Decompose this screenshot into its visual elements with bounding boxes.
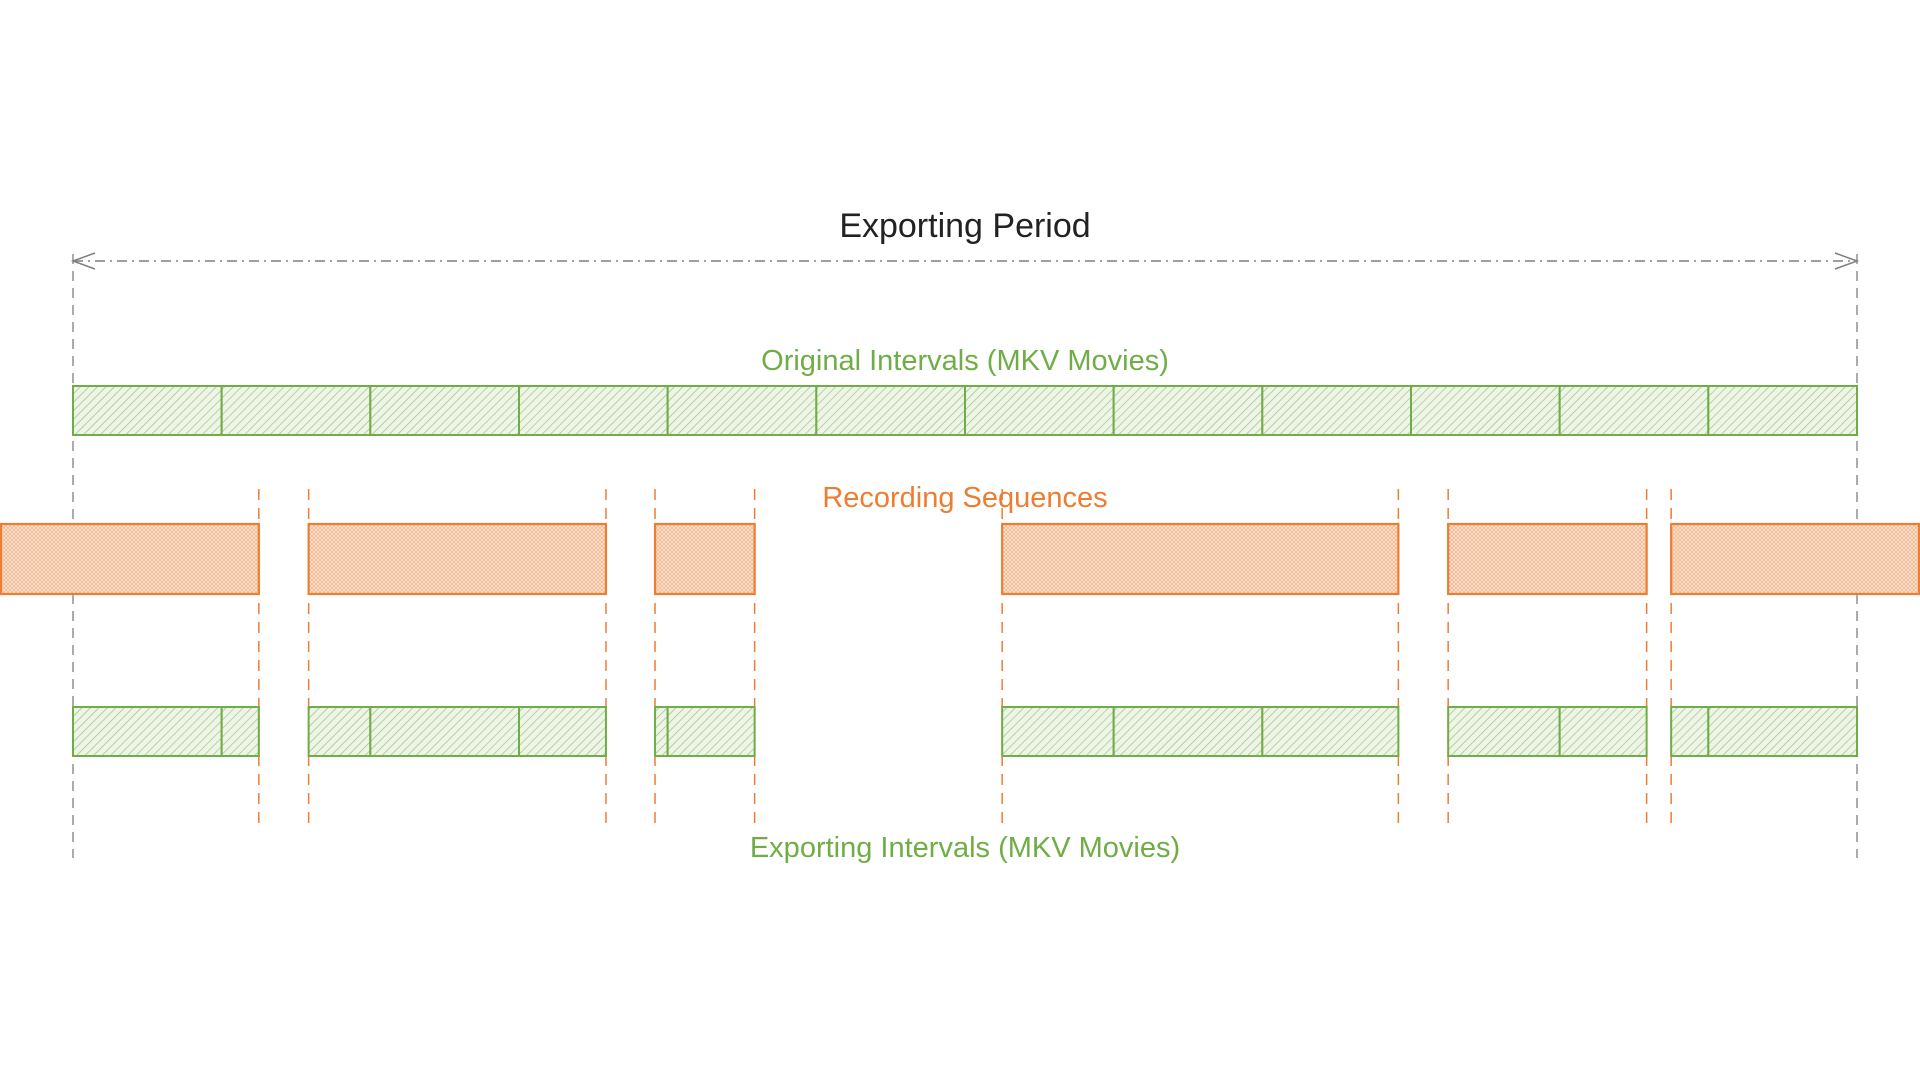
period-arrowhead-right	[1834, 252, 1860, 270]
exporting-interval	[369, 706, 521, 757]
recording-sequence	[653, 522, 756, 596]
original-interval	[1558, 385, 1710, 436]
exporting-interval	[1112, 706, 1264, 757]
recording-sequence	[1447, 522, 1648, 596]
exporting-interval	[666, 706, 756, 757]
exporting-interval	[307, 706, 372, 757]
exporting-period-label: Exporting Period	[839, 207, 1090, 245]
original-interval	[666, 385, 818, 436]
original-interval	[1261, 385, 1413, 436]
recording-sequences-label: Recording Sequences	[822, 482, 1107, 514]
exporting-interval	[654, 706, 669, 757]
exporting-intervals-row	[72, 706, 1859, 757]
original-intervals-row	[72, 385, 1859, 436]
exporting-interval	[1707, 706, 1859, 757]
exporting-interval	[1558, 706, 1648, 757]
original-interval	[518, 385, 669, 436]
original-interval	[815, 385, 966, 436]
exporting-interval	[1670, 706, 1710, 757]
original-interval	[1707, 385, 1859, 436]
exporting-intervals-label: Exporting Intervals (MKV Movies)	[750, 832, 1180, 864]
original-intervals-label: Original Intervals (MKV Movies)	[761, 345, 1169, 377]
recording-sequence	[1001, 522, 1400, 596]
exporting-interval	[220, 706, 260, 757]
recording-sequence	[307, 522, 608, 596]
original-interval	[964, 385, 1115, 436]
original-interval	[220, 385, 372, 436]
exporting-interval	[72, 706, 223, 757]
original-interval	[1112, 385, 1264, 436]
period-arrowhead-left	[70, 252, 96, 270]
original-interval	[72, 385, 223, 436]
exporting-interval	[1261, 706, 1400, 757]
recording-sequence	[0, 522, 260, 596]
exporting-interval	[1447, 706, 1561, 757]
exporting-interval	[1001, 706, 1115, 757]
exporting-interval	[518, 706, 607, 757]
recording-sequences-row	[0, 522, 1920, 596]
exporting-period-arrow	[70, 252, 1860, 270]
original-interval	[369, 385, 521, 436]
original-interval	[1410, 385, 1561, 436]
recording-sequence	[1670, 522, 1920, 596]
